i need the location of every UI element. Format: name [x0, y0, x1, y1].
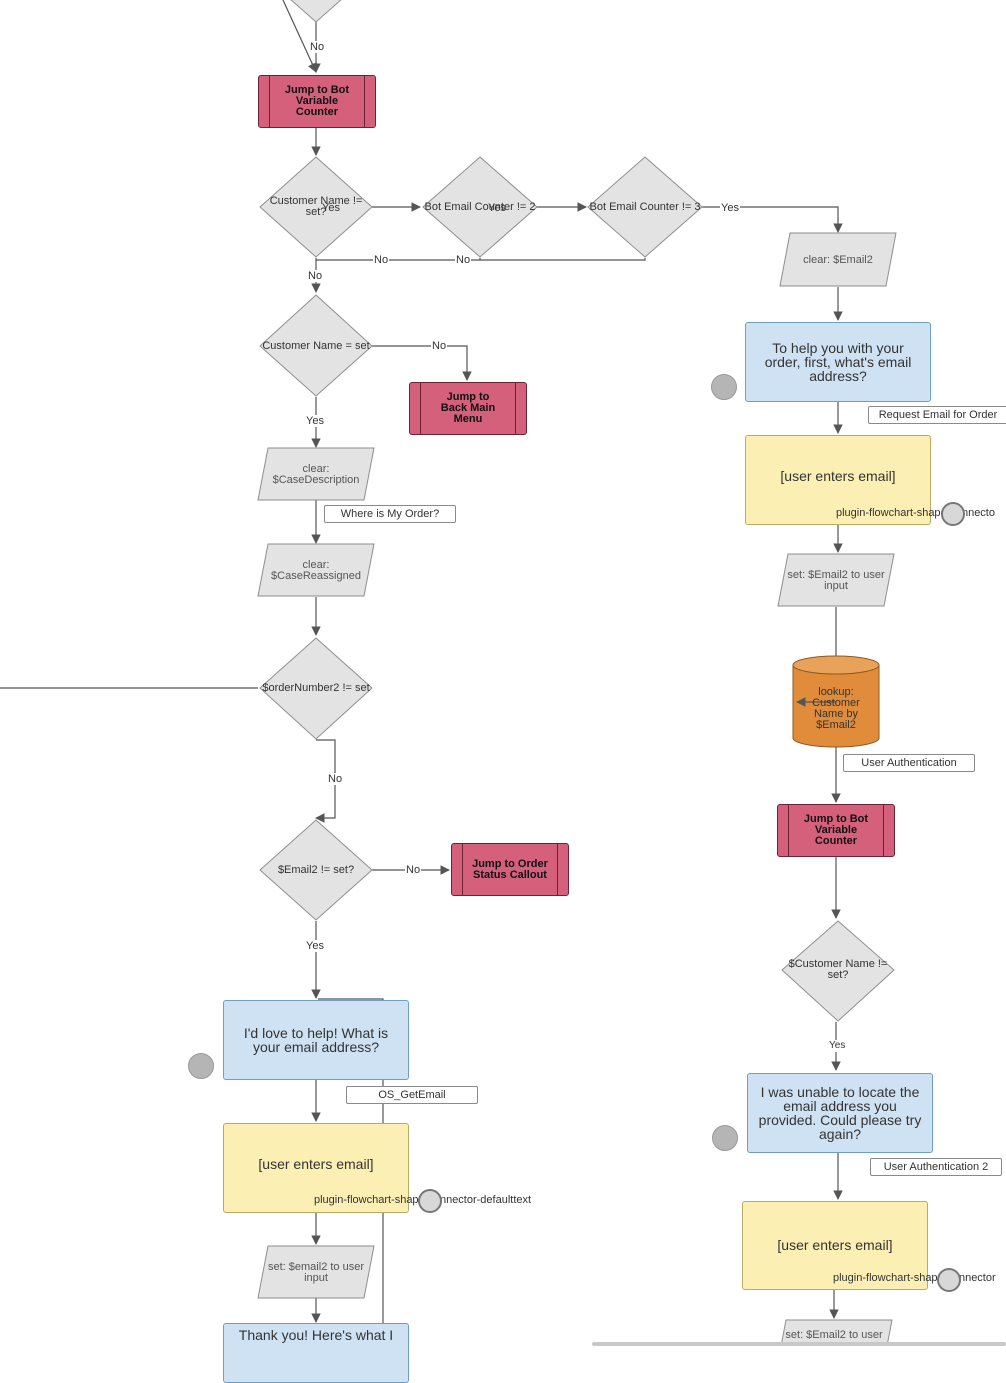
node-label: I was unable to locate the email address…	[758, 1084, 922, 1142]
node-label: Jump to Bot Variable Counter	[284, 84, 350, 118]
node-label: To help you with your order, first, what…	[764, 340, 912, 384]
decision-shape	[422, 156, 538, 258]
data-shape	[777, 553, 895, 607]
edge-label-no: No	[327, 773, 344, 785]
tag-os-get-email[interactable]: OS_GetEmail	[346, 1086, 478, 1104]
edge-label-no: No	[455, 254, 472, 266]
decision-shape	[781, 920, 895, 1022]
decision-bot-email-counter-3[interactable]: Bot Email Counter != 3	[589, 200, 701, 213]
set-email2-right-2[interactable]: set: $Email2 to user	[785, 1329, 883, 1341]
horizontal-scrollbar[interactable]	[592, 1342, 1006, 1346]
message-email-address[interactable]: I'd love to help! What is your email add…	[223, 1000, 409, 1080]
edge-label-yes: Yes	[828, 1040, 847, 1052]
edge-label-yes: Yes	[488, 202, 506, 214]
node-label: Jump to Bot Variable Counter	[803, 813, 869, 847]
node-label: Jump to Order Status Callout	[472, 857, 548, 881]
connector	[318, 998, 384, 1346]
user-enters-email-right-1[interactable]: [user enters email]	[745, 435, 931, 525]
decision-shape	[259, 156, 373, 258]
connector	[372, 345, 472, 381]
edge-label-yes: Yes	[305, 415, 325, 427]
edge-label-yes: Yes	[322, 202, 340, 214]
data-shape	[257, 1245, 375, 1299]
jump-back-main-menu[interactable]: Jump to Back Main Menu	[409, 382, 527, 435]
edge-label-yes: Yes	[305, 940, 325, 952]
decision-shape	[290, 0, 342, 23]
jump-bot-variable-counter-1[interactable]: Jump to Bot Variable Counter	[258, 75, 376, 128]
user-enters-email-left[interactable]: [user enters email]	[223, 1123, 409, 1213]
decision-shape	[259, 637, 373, 740]
node-label: [user enters email]	[258, 1156, 374, 1172]
jump-order-status-callout[interactable]: Jump to Order Status Callout	[451, 843, 569, 896]
connector-handle[interactable]	[937, 1268, 961, 1292]
node-label: [user enters email]	[777, 1237, 893, 1253]
connector	[316, 258, 646, 261]
decision-shape	[587, 156, 703, 258]
plugin-connector-text-right-2: plugin-flowchart-shape-connector	[833, 1272, 996, 1284]
node-label: Thank you! Here's what I	[238, 1327, 394, 1343]
tag-user-authentication-2[interactable]: User Authentication 2	[870, 1158, 1002, 1176]
node-label: I'd love to help! What is your email add…	[243, 1025, 389, 1055]
decision-shape	[259, 819, 373, 921]
tag-request-email-for-order[interactable]: Request Email for Order	[868, 406, 1006, 424]
decision-customer-name-right[interactable]: $Customer Name != set?	[788, 958, 888, 981]
avatar	[711, 374, 737, 400]
clear-case-reassigned[interactable]: clear: $CaseReassigned	[271, 559, 361, 582]
user-enters-email-right-2[interactable]: [user enters email]	[742, 1201, 928, 1290]
edge-label-no: No	[307, 270, 324, 282]
edge-label-yes: Yes	[720, 202, 740, 214]
data-shape	[257, 543, 375, 597]
connector-handle[interactable]	[941, 502, 965, 526]
node-label: [user enters email]	[780, 468, 896, 484]
lookup-customer[interactable]: lookup: Customer Name by $Email2	[812, 686, 860, 731]
jump-bot-variable-counter-2[interactable]: Jump to Bot Variable Counter	[777, 804, 895, 857]
set-email2-left[interactable]: set: $email2 to user input	[268, 1261, 364, 1284]
connector	[282, 0, 317, 73]
database-shape	[792, 655, 880, 748]
edge-label-no: No	[309, 41, 326, 53]
data-shape	[257, 447, 375, 501]
message-unable-locate[interactable]: I was unable to locate the email address…	[747, 1073, 933, 1153]
message-thank-you[interactable]: Thank you! Here's what I	[223, 1323, 409, 1383]
data-shape	[779, 232, 897, 287]
tag-user-authentication[interactable]: User Authentication	[843, 754, 975, 772]
avatar	[188, 1053, 214, 1079]
set-email2-right-1[interactable]: set: $Email2 to user input	[787, 569, 885, 592]
decision-customer-name-not-set[interactable]: Customer Name != set?	[269, 195, 363, 218]
clear-case-description[interactable]: clear: $CaseDescription	[272, 463, 360, 486]
edge-label-no: No	[431, 340, 448, 352]
edge-label-no: No	[373, 254, 390, 266]
message-help-order[interactable]: To help you with your order, first, what…	[745, 322, 931, 402]
plugin-connector-text-right-1: plugin-flowchart-shape-connecto	[836, 507, 995, 519]
clear-email2[interactable]: clear: $Email2	[803, 253, 873, 266]
decision-email2-set[interactable]: $Email2 != set?	[277, 863, 355, 876]
avatar	[712, 1125, 738, 1151]
flowchart-connectors	[0, 0, 897, 1346]
decision-customer-name-set[interactable]: Customer Name = set	[262, 339, 370, 352]
node-label: Jump to Back Main Menu	[440, 391, 496, 425]
decision-bot-email-counter-2[interactable]: Bot Email Counter != 2	[424, 200, 536, 213]
decision-shape	[259, 294, 373, 397]
edge-label-no: No	[405, 864, 422, 876]
decision-order-number2[interactable]: $orderNumber2 != set	[262, 681, 370, 694]
tag-where-is-my-order[interactable]: Where is My Order?	[324, 505, 456, 523]
connector	[702, 206, 843, 233]
data-shape	[780, 1319, 893, 1346]
connector-handle[interactable]	[418, 1189, 442, 1213]
